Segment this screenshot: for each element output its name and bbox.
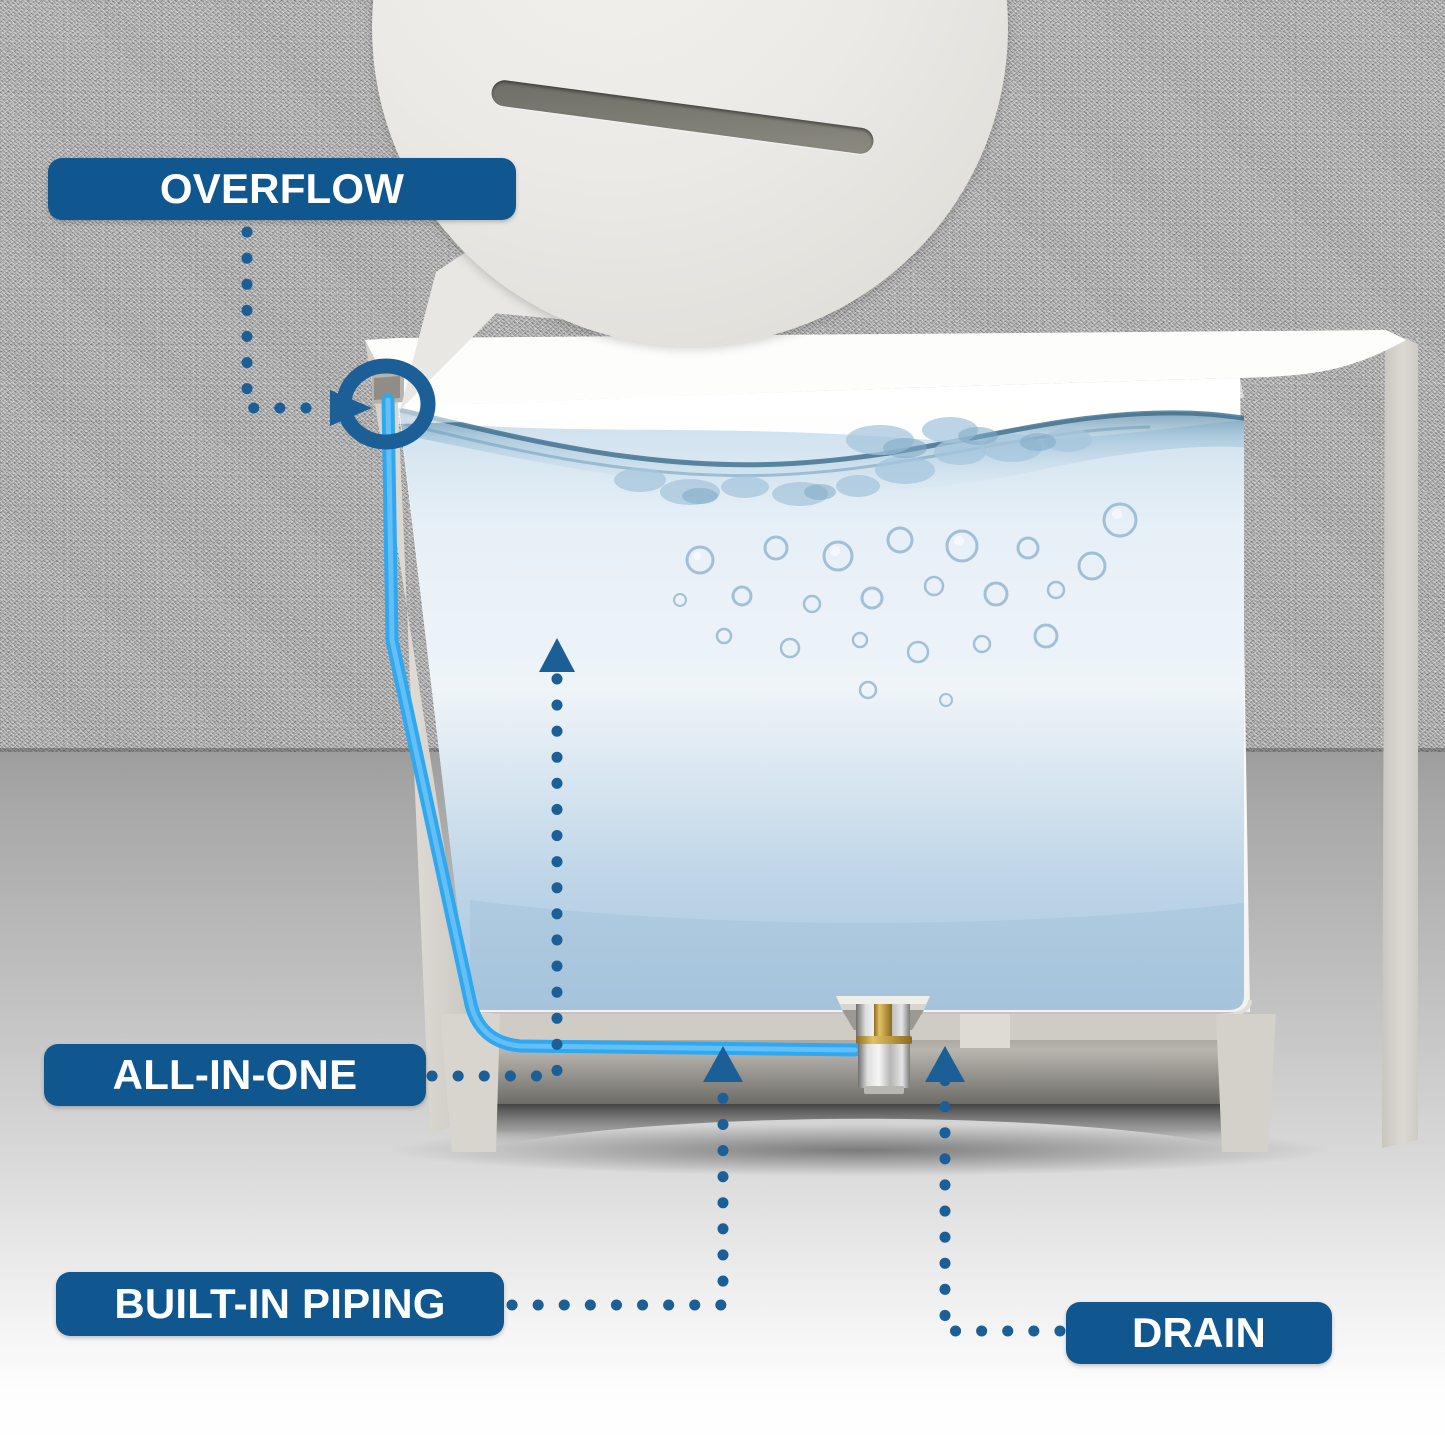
label-overflow[interactable]: OVERFLOW bbox=[48, 158, 516, 220]
label-overflow-text: OVERFLOW bbox=[159, 165, 405, 212]
label-all-in-one-text: ALL-IN-ONE bbox=[112, 1051, 358, 1098]
overflow-slot-closeup bbox=[489, 78, 876, 156]
label-drain-text: DRAIN bbox=[1132, 1309, 1266, 1356]
label-all-in-one[interactable]: ALL-IN-ONE bbox=[44, 1044, 426, 1106]
label-built-in-piping[interactable]: BUILT-IN PIPING bbox=[56, 1272, 504, 1336]
label-built-in-piping-text: BUILT-IN PIPING bbox=[114, 1280, 446, 1327]
label-drain[interactable]: DRAIN bbox=[1066, 1302, 1332, 1364]
